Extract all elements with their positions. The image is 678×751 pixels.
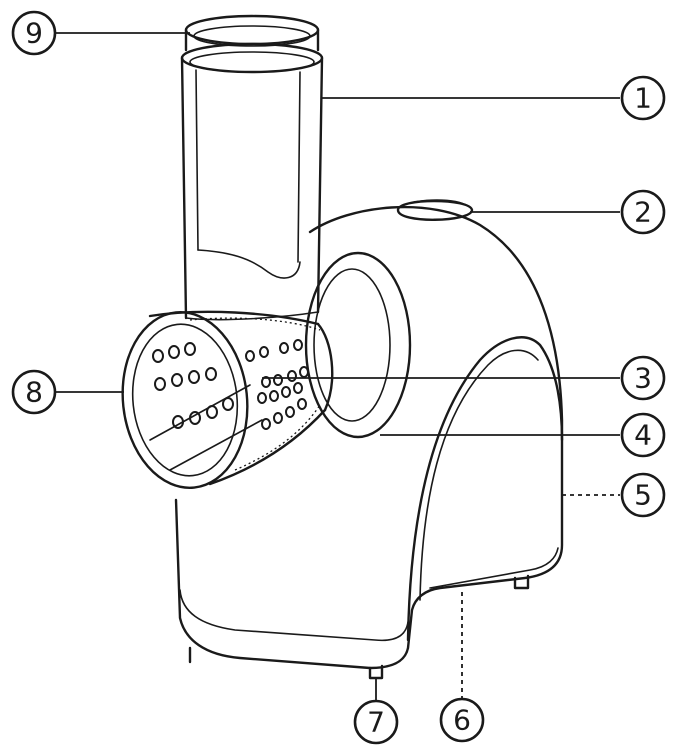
grating-cone-drawing (121, 310, 334, 489)
callout-8: 8 (11, 369, 57, 415)
callout-4: 4 (620, 412, 666, 458)
callout-5-label: 5 (634, 479, 652, 512)
callout-2-label: 2 (634, 196, 652, 229)
callout-9: 9 (11, 10, 57, 56)
callout-1-label: 1 (634, 82, 652, 115)
callout-6: 6 (439, 697, 485, 743)
callout-5: 5 (620, 472, 666, 518)
callout-8-label: 8 (25, 376, 43, 409)
leader-lines (56, 32, 620, 702)
power-button-drawing (396, 199, 474, 221)
callout-1: 1 (620, 75, 666, 121)
callout-9-label: 9 (25, 17, 43, 50)
callout-3: 3 (620, 355, 666, 401)
callout-7-label: 7 (367, 706, 385, 739)
callout-7: 7 (353, 699, 399, 745)
feed-chute-drawing (180, 14, 324, 321)
callout-4-label: 4 (634, 419, 652, 452)
callout-2: 2 (620, 189, 666, 235)
callout-6-label: 6 (453, 704, 471, 737)
callout-3-label: 3 (634, 362, 652, 395)
motor-hub-drawing (304, 251, 412, 439)
